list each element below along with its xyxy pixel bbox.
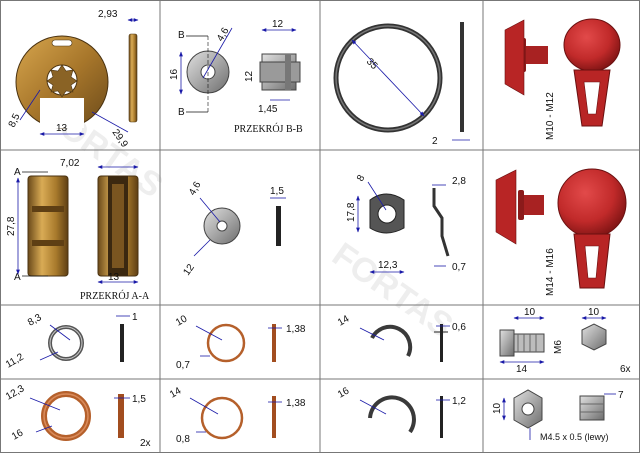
dim-ring-thickness: 1 — [132, 312, 138, 323]
cell-brass-disc: 2,93 13 8,5 29,9 — [7, 9, 139, 150]
ring16-quantity: 2x — [140, 438, 151, 449]
dim-diameter-small: 8,5 — [7, 112, 23, 130]
dim-width: 13 — [56, 123, 68, 134]
dim-sleeve-width: 13 — [108, 272, 120, 283]
dim-bolt-length: 10 — [524, 307, 536, 318]
dim-copper14-width: 0,8 — [176, 434, 190, 445]
dim-washer-thickness: 1,5 — [270, 186, 284, 197]
section-label-bb: PRZEKRÓJ B-B — [234, 123, 303, 135]
cell-red-cap-small: M10 - M12 — [504, 18, 621, 140]
sleeve-drawing — [27, 175, 139, 277]
dim-ring-outer: 11,2 — [4, 351, 26, 370]
dim-washer-outer: 12 — [181, 262, 197, 278]
dim-body-diameter: 12 — [244, 70, 255, 82]
clip-drawing — [369, 188, 450, 257]
dim-nut-size: 10 — [492, 402, 503, 414]
bolt-quantity: 6x — [620, 364, 631, 375]
dim-nut-height: 7 — [618, 390, 624, 401]
thread-label: M10 - M12 — [545, 92, 556, 140]
nut-drawing — [513, 389, 605, 429]
cell-nut-m45: 10 7 M4.5 x 0.5 (lewy) — [492, 389, 624, 442]
dim-sleeve-diameter: 7,02 — [60, 158, 80, 169]
dim-snap16-diameter: 16 — [336, 385, 352, 400]
cell-bushing-bb: B B 16 4,6 12 12 1,45 PRZEKRÓJ B-B — [169, 19, 303, 135]
dim-bolt-total: 14 — [516, 364, 528, 375]
bolt-thread: M6 — [553, 340, 564, 354]
bushing-section — [259, 53, 301, 91]
label-a-top: A — [14, 167, 21, 178]
dim-clip-diameter: 8 — [355, 173, 368, 184]
cell-copper-ring-14: 1,38 14 0,8 — [168, 385, 306, 445]
bolt-drawing — [499, 323, 607, 357]
nut-thread-label: M4.5 x 0.5 (lewy) — [540, 432, 609, 442]
cell-copper-ring-16: 1,5 12,3 16 2x — [4, 383, 151, 449]
dim-thickness: 2,93 — [98, 9, 118, 20]
cell-red-cap-large: M14 - M16 — [495, 168, 627, 296]
dim-inner-diameter: 4,6 — [215, 26, 232, 44]
dim-clip-width: 12,3 — [378, 260, 398, 271]
dim-ring16-outer: 16 — [10, 427, 26, 442]
cell-sleeve-aa: A A 27,8 7,02 13 PRZEKRÓJ A-A — [6, 158, 150, 302]
dim-oring-diameter: 35 — [364, 56, 380, 72]
dim-washer-inner: 4,6 — [187, 180, 204, 198]
cell-copper-ring-10: 1,38 10 0,7 — [174, 313, 306, 371]
dim-flange: 1,45 — [258, 104, 278, 115]
red-cap-large-front — [557, 168, 627, 289]
cell-clip: 17,8 12,3 8 2,8 0,7 — [346, 173, 466, 274]
dim-length: 12 — [272, 19, 284, 30]
dim-snap16-thickness: 1,2 — [452, 396, 466, 407]
cell-oring: 35 2 — [333, 22, 470, 147]
section-label-aa: PRZEKRÓJ A-A — [80, 290, 150, 302]
dim-copper14-thickness: 1,38 — [286, 398, 306, 409]
brass-disc-drawing — [15, 33, 138, 129]
cell-ring-small: 1 8,3 11,2 — [4, 312, 138, 371]
red-cap-large-side — [495, 169, 544, 245]
dim-sleeve-height: 27,8 — [6, 216, 17, 236]
dim-oring-thickness: 2 — [432, 136, 438, 147]
label-b-top: B — [178, 30, 185, 41]
cell-steel-washer: 1,5 4,6 12 — [181, 180, 286, 278]
dim-bolt-head: 10 — [588, 307, 600, 318]
dim-ring16-inner: 12,3 — [4, 383, 27, 402]
dim-snap14-diameter: 14 — [336, 313, 352, 328]
dim-clip-height: 17,8 — [346, 202, 357, 222]
red-cap-drawing-side — [504, 19, 548, 96]
label-b-bottom: B — [178, 107, 185, 118]
dim-copper14-diameter: 14 — [168, 385, 184, 400]
dim-copper-width: 0,7 — [176, 360, 190, 371]
dim-ring16-thickness: 1,5 — [132, 394, 146, 405]
cell-snap-ring-16: 1,2 16 — [336, 385, 466, 438]
dim-snap14-thickness: 0,6 — [452, 322, 466, 333]
cell-bolt-m6: 10 14 M6 10 6x — [499, 307, 631, 375]
red-cap-drawing-front — [563, 18, 621, 127]
dim-ring-inner: 8,3 — [26, 312, 44, 329]
dim-copper-thickness: 1,38 — [286, 324, 306, 335]
dim-clip-t2: 0,7 — [452, 262, 466, 273]
dim-outer-diameter: 16 — [169, 68, 180, 80]
dim-clip-t1: 2,8 — [452, 176, 466, 187]
dim-copper-diameter: 10 — [174, 313, 190, 328]
cell-snap-ring-14: 0,6 14 — [336, 313, 466, 362]
thread-label-large: M14 - M16 — [545, 248, 556, 296]
label-a-bottom: A — [14, 272, 21, 283]
